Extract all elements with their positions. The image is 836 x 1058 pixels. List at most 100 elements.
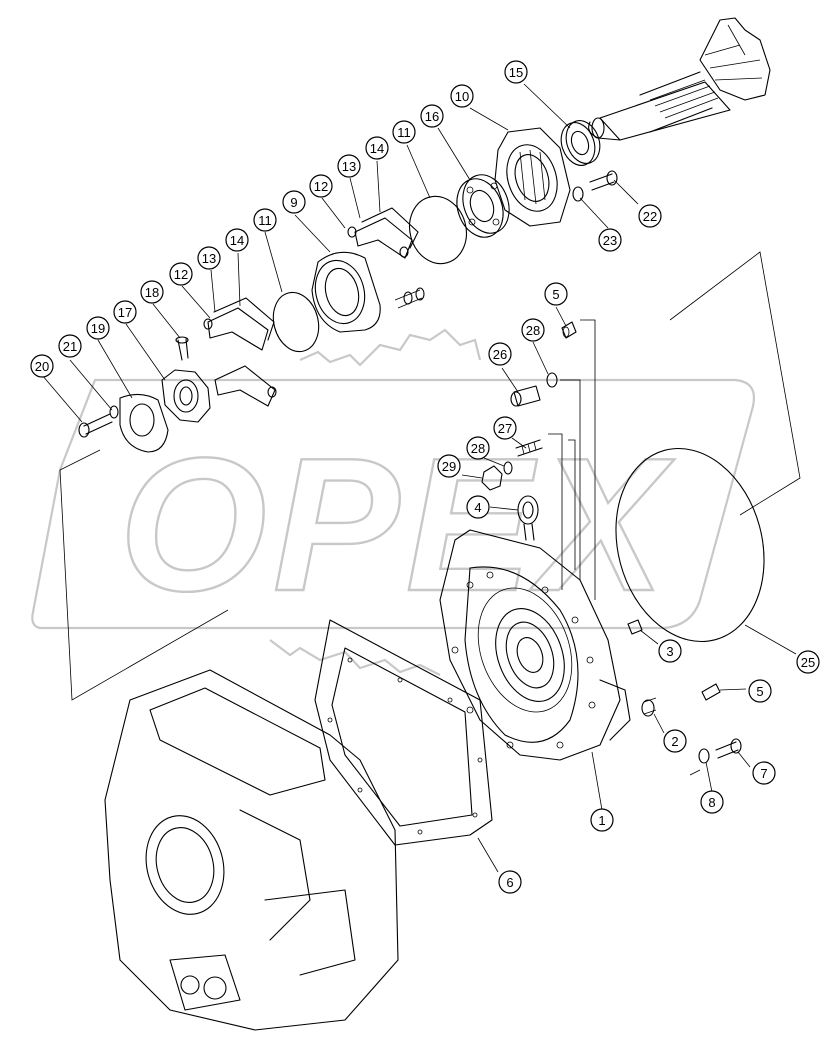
callout-number: 7 — [760, 766, 767, 781]
retainer-9 — [311, 251, 425, 333]
callout-circle — [504, 60, 528, 84]
callout-10: 10 — [450, 84, 474, 108]
callout-number: 10 — [455, 89, 469, 104]
callout-circle — [392, 120, 416, 144]
callout-circle — [450, 84, 474, 108]
callout-29: 29 — [437, 454, 461, 478]
callout-circle — [700, 790, 724, 814]
callout-28: 28 — [466, 436, 490, 460]
assembly-guide-lines — [59, 251, 801, 776]
lock-nut-17 — [161, 369, 211, 423]
callout-circle — [309, 174, 333, 198]
callout-number: 28 — [471, 441, 485, 456]
callout-number: 23 — [603, 233, 617, 248]
callout-circle — [658, 639, 682, 663]
callout-circle — [796, 650, 820, 674]
watermark-logo: OPEX — [31, 328, 756, 676]
lock-plate-19 — [119, 393, 169, 453]
callout-13: 13 — [337, 154, 361, 178]
plug-3 — [627, 619, 643, 635]
washer-23 — [572, 186, 584, 202]
washer-8 — [698, 748, 710, 764]
callout-number: 5 — [756, 684, 763, 699]
callout-number: 15 — [509, 65, 523, 80]
callout-circle — [337, 154, 361, 178]
callout-3: 3 — [658, 639, 682, 663]
callout-circle — [638, 204, 662, 228]
callout-circle — [420, 104, 444, 128]
flange-housing-10 — [494, 127, 571, 227]
callout-circle — [113, 300, 137, 324]
callout-number: 25 — [801, 655, 815, 670]
callout-circle — [544, 282, 568, 306]
bolt-27 — [515, 439, 543, 457]
callout-23: 23 — [598, 228, 622, 252]
washer-28-upper — [546, 372, 558, 388]
callout-circle — [752, 761, 776, 785]
callout-labels: 1510161114131291114131218171921202223528… — [30, 60, 820, 894]
callout-circle — [169, 262, 193, 286]
callout-number: 18 — [145, 285, 159, 300]
callout-circle — [225, 228, 249, 252]
callout-14: 14 — [225, 228, 249, 252]
callout-11: 11 — [253, 208, 277, 232]
nut-29 — [481, 465, 503, 491]
callout-number: 29 — [442, 459, 456, 474]
callout-circle — [663, 729, 687, 753]
callout-circle — [498, 870, 522, 894]
callout-1: 1 — [590, 808, 614, 832]
leader-lines — [41, 83, 797, 873]
washer-21 — [109, 405, 119, 419]
callout-number: 11 — [258, 213, 272, 228]
callout-5: 5 — [748, 679, 772, 703]
callout-circle — [282, 190, 306, 214]
callout-17: 17 — [113, 300, 137, 324]
callout-circle — [590, 808, 614, 832]
watermark-text: OPEX — [119, 419, 675, 631]
bolt-22 — [589, 170, 618, 191]
callout-2: 2 — [663, 729, 687, 753]
pin-5-upper — [561, 321, 577, 339]
callout-number: 21 — [63, 339, 77, 354]
callout-26: 26 — [488, 342, 512, 366]
callout-number: 17 — [118, 305, 132, 320]
callout-number: 12 — [314, 179, 328, 194]
callout-number: 14 — [230, 233, 244, 248]
callout-18: 18 — [140, 280, 164, 304]
callout-number: 2 — [671, 734, 678, 749]
transmission-case — [104, 669, 399, 1031]
housing-cover-1 — [439, 529, 631, 761]
callout-number: 4 — [474, 500, 481, 515]
gasket-6 — [314, 619, 493, 846]
assembly-lines — [548, 319, 596, 600]
callout-12: 12 — [169, 262, 193, 286]
callout-22: 22 — [638, 204, 662, 228]
shim-set-upper — [347, 207, 419, 259]
callout-number: 12 — [174, 267, 188, 282]
callout-12: 12 — [309, 174, 333, 198]
o-ring-11-lower — [272, 291, 320, 353]
bearing-15 — [560, 120, 601, 166]
callout-21: 21 — [58, 334, 82, 358]
callout-9: 9 — [282, 190, 306, 214]
bearing-16 — [456, 174, 510, 238]
callout-number: 11 — [397, 125, 411, 140]
callout-circle — [58, 334, 82, 358]
pin-18-head — [175, 336, 189, 344]
callout-circle — [466, 436, 490, 460]
callout-7: 7 — [752, 761, 776, 785]
pin-5-lower — [701, 683, 721, 701]
callout-19: 19 — [86, 316, 110, 340]
callout-5: 5 — [544, 282, 568, 306]
callout-6: 6 — [498, 870, 522, 894]
callout-number: 3 — [666, 644, 673, 659]
callout-number: 19 — [91, 321, 105, 336]
callout-15: 15 — [504, 60, 528, 84]
callout-circle — [253, 208, 277, 232]
callout-circle — [437, 454, 461, 478]
callout-circle — [488, 342, 512, 366]
callout-circle — [748, 679, 772, 703]
bolt-20 — [78, 413, 113, 438]
callout-16: 16 — [420, 104, 444, 128]
